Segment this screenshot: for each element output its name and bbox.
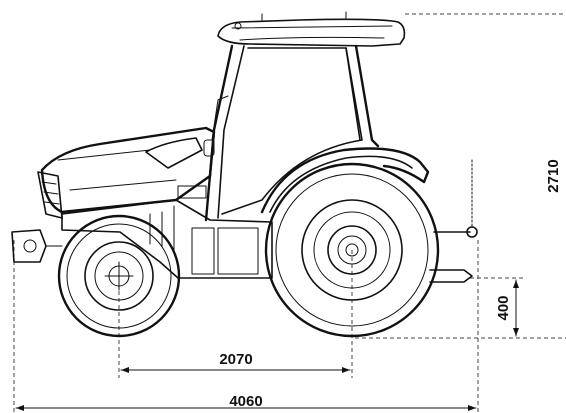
rear-rim-inner bbox=[313, 211, 391, 289]
rear-linkage bbox=[429, 159, 478, 283]
grille-slat-3 bbox=[44, 201, 60, 205]
rear-wheel bbox=[264, 162, 440, 338]
lower-link bbox=[429, 269, 473, 283]
dimension-lines bbox=[13, 13, 566, 412]
roof-lower-seam bbox=[239, 36, 385, 41]
wheelbase-label: 2070 bbox=[219, 351, 252, 368]
fuel-tank bbox=[191, 227, 215, 275]
wheelbase-arrow-left bbox=[121, 367, 129, 373]
rear-hub bbox=[337, 235, 367, 265]
grille-slat-2 bbox=[43, 191, 59, 195]
hood bbox=[40, 126, 216, 214]
roof-seam bbox=[231, 25, 393, 29]
fender-inner-edge bbox=[269, 155, 413, 213]
cab-rear-pillar bbox=[354, 44, 380, 148]
length-arrow-right bbox=[468, 405, 476, 411]
side-vents bbox=[177, 185, 207, 199]
grille-slat-1 bbox=[41, 181, 57, 185]
length-arrow-left bbox=[16, 405, 24, 411]
front-hitch-pin bbox=[23, 239, 37, 253]
hitch-height-label: 400 bbox=[495, 295, 512, 320]
rear-tire-outer bbox=[264, 162, 440, 338]
step-box bbox=[217, 227, 259, 275]
front-wheel bbox=[57, 214, 181, 338]
rear-rim bbox=[301, 199, 403, 301]
cab-front-pillar-inner bbox=[217, 45, 245, 219]
hood-side-window bbox=[145, 137, 203, 169]
rear-fender bbox=[260, 147, 430, 214]
mirror bbox=[203, 139, 215, 157]
chassis bbox=[61, 199, 273, 279]
mirror-arm bbox=[211, 95, 229, 141]
roof-beacon bbox=[234, 22, 242, 30]
overall-height-label: 2710 bbox=[545, 159, 562, 192]
tractor bbox=[11, 11, 478, 338]
front-tire-tread bbox=[66, 223, 172, 329]
hood-lower-crease bbox=[69, 179, 177, 191]
wheelbase-arrow-right bbox=[342, 367, 350, 373]
rear-hub-center bbox=[345, 243, 359, 257]
hood-crease bbox=[57, 149, 151, 161]
rear-tire-tread bbox=[275, 173, 429, 327]
front-hitch bbox=[11, 229, 47, 263]
cab-roof bbox=[217, 18, 406, 47]
hitch-arrow-top bbox=[513, 280, 519, 288]
rear-hub-ring bbox=[327, 225, 377, 275]
cab-door-frame bbox=[221, 47, 363, 215]
front-tire-outer bbox=[57, 214, 181, 338]
front-rim bbox=[84, 241, 154, 311]
front-rim-inner bbox=[94, 251, 144, 301]
engine-detail bbox=[149, 205, 175, 251]
top-link-pin bbox=[466, 226, 478, 238]
hitch-arrow-bottom bbox=[513, 328, 519, 336]
overall-length-label: 4060 bbox=[229, 393, 262, 410]
